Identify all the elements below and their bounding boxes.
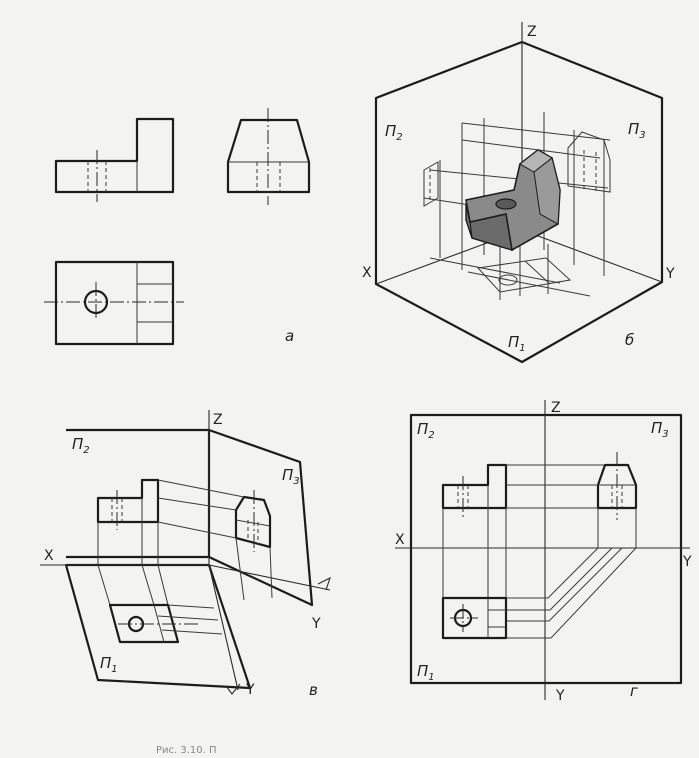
panel-a-label: а [285, 327, 294, 345]
panel-v-axis-y-right: Y [311, 616, 321, 632]
panel-v-axis-z: Z [213, 412, 223, 428]
panel-g-plane-p1: П1 [417, 662, 435, 683]
panel-v-plane-p3: П3 [282, 466, 300, 487]
panel-g-label: г [630, 682, 638, 700]
panel-g-axis-y-bottom: Y [555, 688, 565, 704]
figure-caption: Рис. 3.10. П [156, 745, 217, 756]
panel-b-axis-z: Z [527, 24, 537, 40]
panel-v-axis-x: X [44, 548, 54, 564]
side-view [226, 108, 311, 205]
panel-g-complex-drawing: Z X Y Y П2 П3 П1 г [395, 400, 692, 704]
panel-b-plane-p2: П2 [385, 122, 403, 143]
panel-b-axis-x: X [362, 265, 372, 281]
panel-b-plane-p3: П3 [628, 120, 646, 141]
panel-b-label: б [625, 331, 634, 349]
panel-v-axis-y-bottom: Y [245, 682, 255, 698]
panel-v-plane-p2: П2 [72, 435, 90, 456]
front-view [54, 117, 175, 202]
panel-a-orthographic-views: а [44, 108, 311, 346]
panel-g-plane-p3: П3 [651, 419, 669, 440]
panel-v-unfolding-planes: Z X Y Y П2 П3 П1 в [40, 410, 331, 699]
panel-b-axis-y: Y [665, 266, 675, 282]
panel-v-label: в [309, 681, 318, 699]
panel-g-axis-z: Z [551, 400, 561, 416]
panel-g-axis-x: X [395, 532, 405, 548]
panel-b-trihedral-angle: Z X Y П2 П3 П1 б [362, 22, 675, 364]
panel-v-plane-p1: П1 [100, 654, 118, 675]
shaded-solid-model [465, 149, 561, 252]
panel-g-plane-p2: П2 [417, 420, 435, 441]
top-view [44, 260, 184, 346]
panel-b-plane-p1: П1 [508, 333, 526, 354]
hexagon-outline [374, 40, 664, 364]
panel-g-axis-y-right: Y [682, 554, 692, 570]
